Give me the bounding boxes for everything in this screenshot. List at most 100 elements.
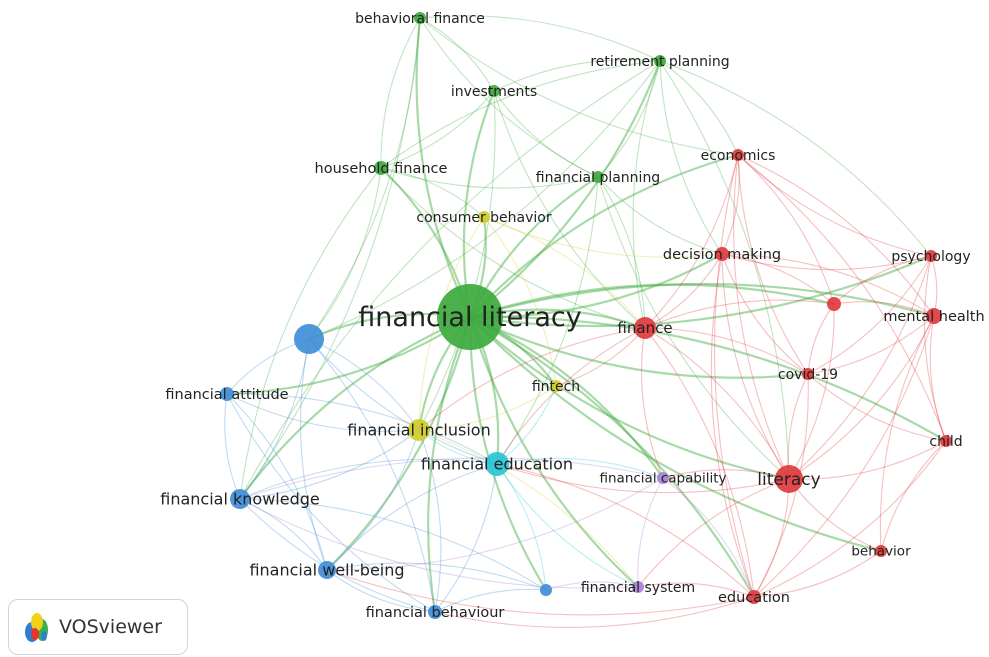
link bbox=[380, 167, 599, 189]
node-retirement-planning[interactable] bbox=[654, 55, 666, 67]
node-investments[interactable] bbox=[488, 85, 500, 97]
link bbox=[833, 255, 932, 305]
link bbox=[721, 253, 932, 271]
link bbox=[239, 458, 498, 500]
link bbox=[419, 15, 661, 62]
node-behavioral-finance[interactable] bbox=[414, 12, 426, 24]
label-behavior: behavior bbox=[851, 544, 911, 560]
link bbox=[637, 478, 790, 588]
label-financial-literacy: financial literacy bbox=[358, 302, 581, 333]
node-household-finance[interactable] bbox=[374, 161, 388, 175]
link bbox=[807, 303, 835, 375]
node-child[interactable] bbox=[940, 435, 952, 447]
link bbox=[753, 315, 935, 598]
link bbox=[721, 253, 809, 375]
link bbox=[788, 315, 935, 480]
label-fintech: fintech bbox=[532, 379, 580, 395]
node-financial-knowledge[interactable] bbox=[230, 489, 250, 509]
label-mental-health: mental health bbox=[883, 309, 984, 325]
link bbox=[880, 440, 947, 552]
link bbox=[469, 315, 947, 442]
link bbox=[807, 373, 947, 442]
node-red-unlabeled[interactable] bbox=[827, 297, 841, 311]
node-financial-planning[interactable] bbox=[592, 171, 604, 183]
node-finance[interactable] bbox=[634, 317, 656, 339]
node-covid19[interactable] bbox=[802, 368, 814, 380]
link bbox=[308, 338, 420, 431]
link bbox=[469, 253, 723, 319]
link bbox=[380, 167, 646, 329]
node-consumer-behavior[interactable] bbox=[478, 211, 490, 223]
link bbox=[326, 477, 664, 571]
link bbox=[659, 60, 723, 255]
link bbox=[239, 338, 310, 500]
link bbox=[418, 216, 485, 431]
link bbox=[380, 60, 661, 169]
link bbox=[326, 569, 755, 616]
link bbox=[469, 153, 739, 318]
node-financial-well-being[interactable] bbox=[318, 561, 336, 579]
link bbox=[733, 154, 790, 480]
link bbox=[662, 469, 790, 480]
label-investments: investments bbox=[451, 84, 537, 100]
link bbox=[597, 176, 646, 329]
link bbox=[659, 60, 790, 480]
link bbox=[753, 478, 790, 598]
link bbox=[483, 216, 557, 387]
link bbox=[483, 216, 646, 329]
link bbox=[496, 463, 639, 588]
node-fintech[interactable] bbox=[550, 380, 562, 392]
node-financial-behaviour[interactable] bbox=[428, 605, 442, 619]
node-financial-system[interactable] bbox=[632, 581, 644, 593]
node-mental-health[interactable] bbox=[926, 308, 942, 324]
node-financial-capability[interactable] bbox=[657, 472, 669, 484]
node-blue-unlabeled-small[interactable] bbox=[540, 584, 552, 596]
link bbox=[496, 463, 547, 591]
node-behavior[interactable] bbox=[875, 545, 887, 557]
label-financial-attitude: financial attitude bbox=[165, 387, 288, 403]
link-layer bbox=[224, 15, 947, 629]
node-decision-making[interactable] bbox=[715, 247, 729, 261]
label-psychology: psychology bbox=[891, 249, 970, 265]
link bbox=[418, 90, 496, 431]
node-financial-education[interactable] bbox=[485, 452, 509, 476]
link bbox=[239, 17, 421, 500]
label-financial-inclusion: financial inclusion bbox=[347, 420, 490, 439]
link bbox=[239, 60, 661, 500]
vosviewer-badge[interactable]: VOSviewer bbox=[8, 599, 188, 655]
node-education[interactable] bbox=[747, 590, 761, 604]
node-financial-attitude[interactable] bbox=[220, 387, 234, 401]
label-financial-well-being: financial well-being bbox=[249, 560, 404, 579]
link bbox=[239, 498, 328, 571]
link bbox=[226, 393, 498, 465]
link bbox=[496, 385, 557, 465]
node-economics[interactable] bbox=[732, 149, 744, 161]
link bbox=[239, 498, 547, 591]
link bbox=[710, 253, 755, 598]
node-blue-unlabeled-big[interactable] bbox=[294, 324, 324, 354]
node-financial-inclusion[interactable] bbox=[408, 419, 430, 441]
link bbox=[483, 216, 723, 258]
link bbox=[788, 440, 947, 480]
link bbox=[226, 393, 420, 432]
node-financial-literacy[interactable] bbox=[437, 284, 503, 350]
link bbox=[879, 315, 935, 552]
link bbox=[326, 562, 547, 591]
node-literacy[interactable] bbox=[775, 465, 803, 493]
link bbox=[714, 154, 755, 598]
label-retirement-planning: retirement planning bbox=[590, 54, 729, 70]
link bbox=[493, 90, 646, 329]
link bbox=[419, 17, 739, 156]
link bbox=[597, 176, 790, 480]
link bbox=[434, 463, 498, 613]
label-education: education bbox=[718, 590, 790, 606]
link bbox=[469, 283, 835, 319]
link bbox=[418, 385, 557, 431]
label-behavioral-finance: behavioral finance bbox=[355, 11, 485, 27]
label-financial-capability: financial capability bbox=[599, 471, 726, 487]
label-literacy: literacy bbox=[757, 470, 820, 490]
link bbox=[788, 303, 835, 480]
node-psychology[interactable] bbox=[925, 250, 937, 262]
link bbox=[737, 154, 932, 257]
